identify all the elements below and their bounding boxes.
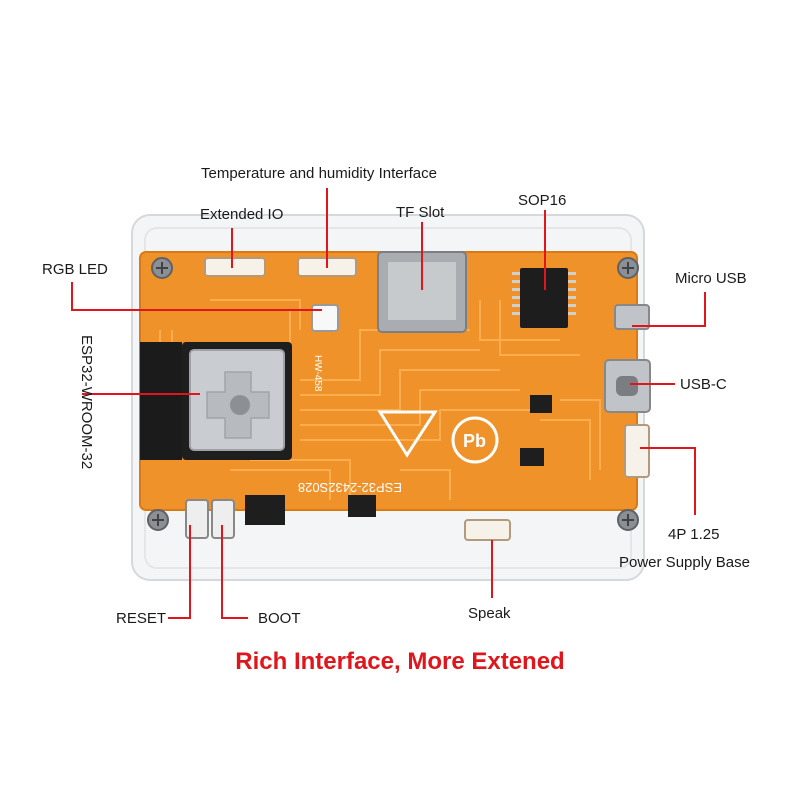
recycle-mark	[377, 410, 438, 458]
ic-chip	[530, 395, 552, 413]
extended-io-connector	[204, 257, 266, 277]
board-model-text: ESP32-2432S028	[298, 480, 402, 495]
reset-button-part	[185, 499, 209, 539]
label-esp32: ESP32-WROOM-32	[78, 335, 95, 470]
ic-chip	[245, 495, 285, 525]
power-connector	[624, 424, 650, 478]
callout-micro-usb	[632, 292, 706, 327]
label-micro-usb: Micro USB	[675, 270, 747, 287]
headline: Rich Interface, More Extened	[235, 648, 565, 675]
callout-lines	[71, 188, 706, 619]
sop16-chip	[520, 268, 568, 328]
callout-reset	[168, 525, 191, 619]
pb-free-mark	[451, 416, 499, 464]
callout-boot	[221, 525, 248, 619]
board-module-text: HW-458	[312, 355, 323, 392]
svg-text:Pb: Pb	[463, 431, 486, 451]
label-tf-slot: TF Slot	[396, 204, 445, 221]
callout-power	[640, 447, 696, 515]
label-rgb-led: RGB LED	[42, 261, 108, 278]
label-usb-c: USB-C	[680, 376, 727, 393]
label-extended-io: Extended IO	[200, 206, 284, 223]
rgb-led-part	[311, 304, 339, 332]
label-power-4p: 4P 1.25	[668, 526, 720, 543]
label-temp-humidity: Temperature and humidity Interface	[201, 165, 437, 182]
label-reset: RESET	[116, 610, 167, 627]
label-speak: Speak	[468, 605, 511, 622]
label-boot: BOOT	[258, 610, 301, 627]
label-power-base: Power Supply Base	[619, 554, 750, 571]
speaker-connector	[464, 519, 511, 541]
side-black-block	[140, 342, 182, 460]
ic-chip	[348, 495, 376, 517]
ic-chip	[520, 448, 544, 466]
label-sop16: SOP16	[518, 192, 567, 209]
callout-rgb-led	[71, 282, 322, 311]
micro-usb-port	[614, 304, 650, 330]
